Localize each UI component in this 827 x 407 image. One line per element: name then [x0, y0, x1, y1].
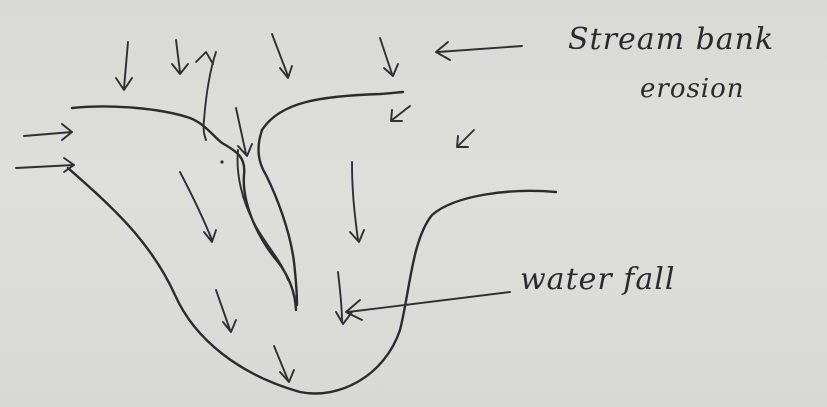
inner-flow-arrow — [274, 346, 294, 382]
channel-right-wall — [259, 130, 297, 305]
inner-flow-arrow — [350, 162, 364, 242]
downward-arrow — [116, 42, 132, 90]
gorge-outer-outline — [68, 168, 556, 393]
downward-arrow — [380, 38, 398, 76]
waterfall-pointer-arrow — [346, 292, 510, 320]
side-arrow — [16, 158, 74, 172]
ink-dot — [220, 160, 223, 163]
inner-flow-arrow — [236, 108, 252, 156]
waterfall-plunge-arrow — [336, 272, 352, 324]
label-stream-bank: Stream bank — [568, 22, 774, 57]
label-erosion: erosion — [640, 74, 745, 104]
bank-erosion-arrow — [457, 130, 474, 147]
inner-flow-arrow — [180, 172, 216, 242]
bank-erosion-arrow — [391, 106, 410, 121]
plateau-top-right — [262, 92, 403, 130]
side-arrow — [24, 124, 72, 140]
inner-flow-arrow — [216, 290, 236, 332]
label-waterfall: water fall — [520, 262, 675, 297]
downward-arrow — [272, 34, 292, 78]
channel-left-wall — [222, 143, 296, 310]
plateau-top-left — [72, 106, 222, 143]
downward-arrow — [172, 40, 188, 74]
label-pointer-arrow — [436, 42, 522, 60]
